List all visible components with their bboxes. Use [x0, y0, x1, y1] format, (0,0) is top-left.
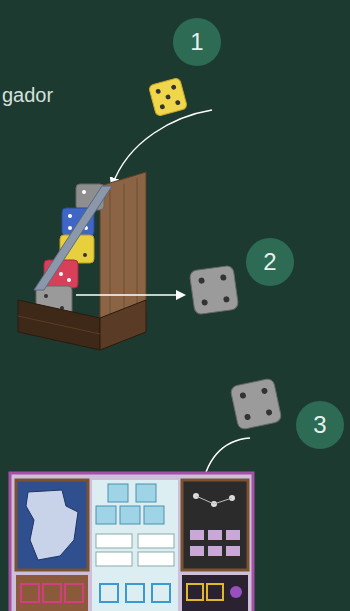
callout-number: 2 [263, 250, 276, 274]
callout-number: 1 [190, 30, 203, 54]
callout-circle: 1 [173, 18, 221, 66]
arrow [112, 110, 212, 186]
gray-die [189, 265, 239, 315]
arrow [76, 294, 184, 296]
callout-circle: 3 [296, 401, 344, 449]
yellow-die [148, 77, 187, 116]
callout-circle: 2 [246, 238, 294, 286]
callout-number: 3 [313, 413, 326, 437]
player-board [10, 473, 253, 611]
gray-die [230, 378, 282, 430]
dice-tower [18, 172, 146, 350]
caption-text: gador [2, 84, 53, 106]
